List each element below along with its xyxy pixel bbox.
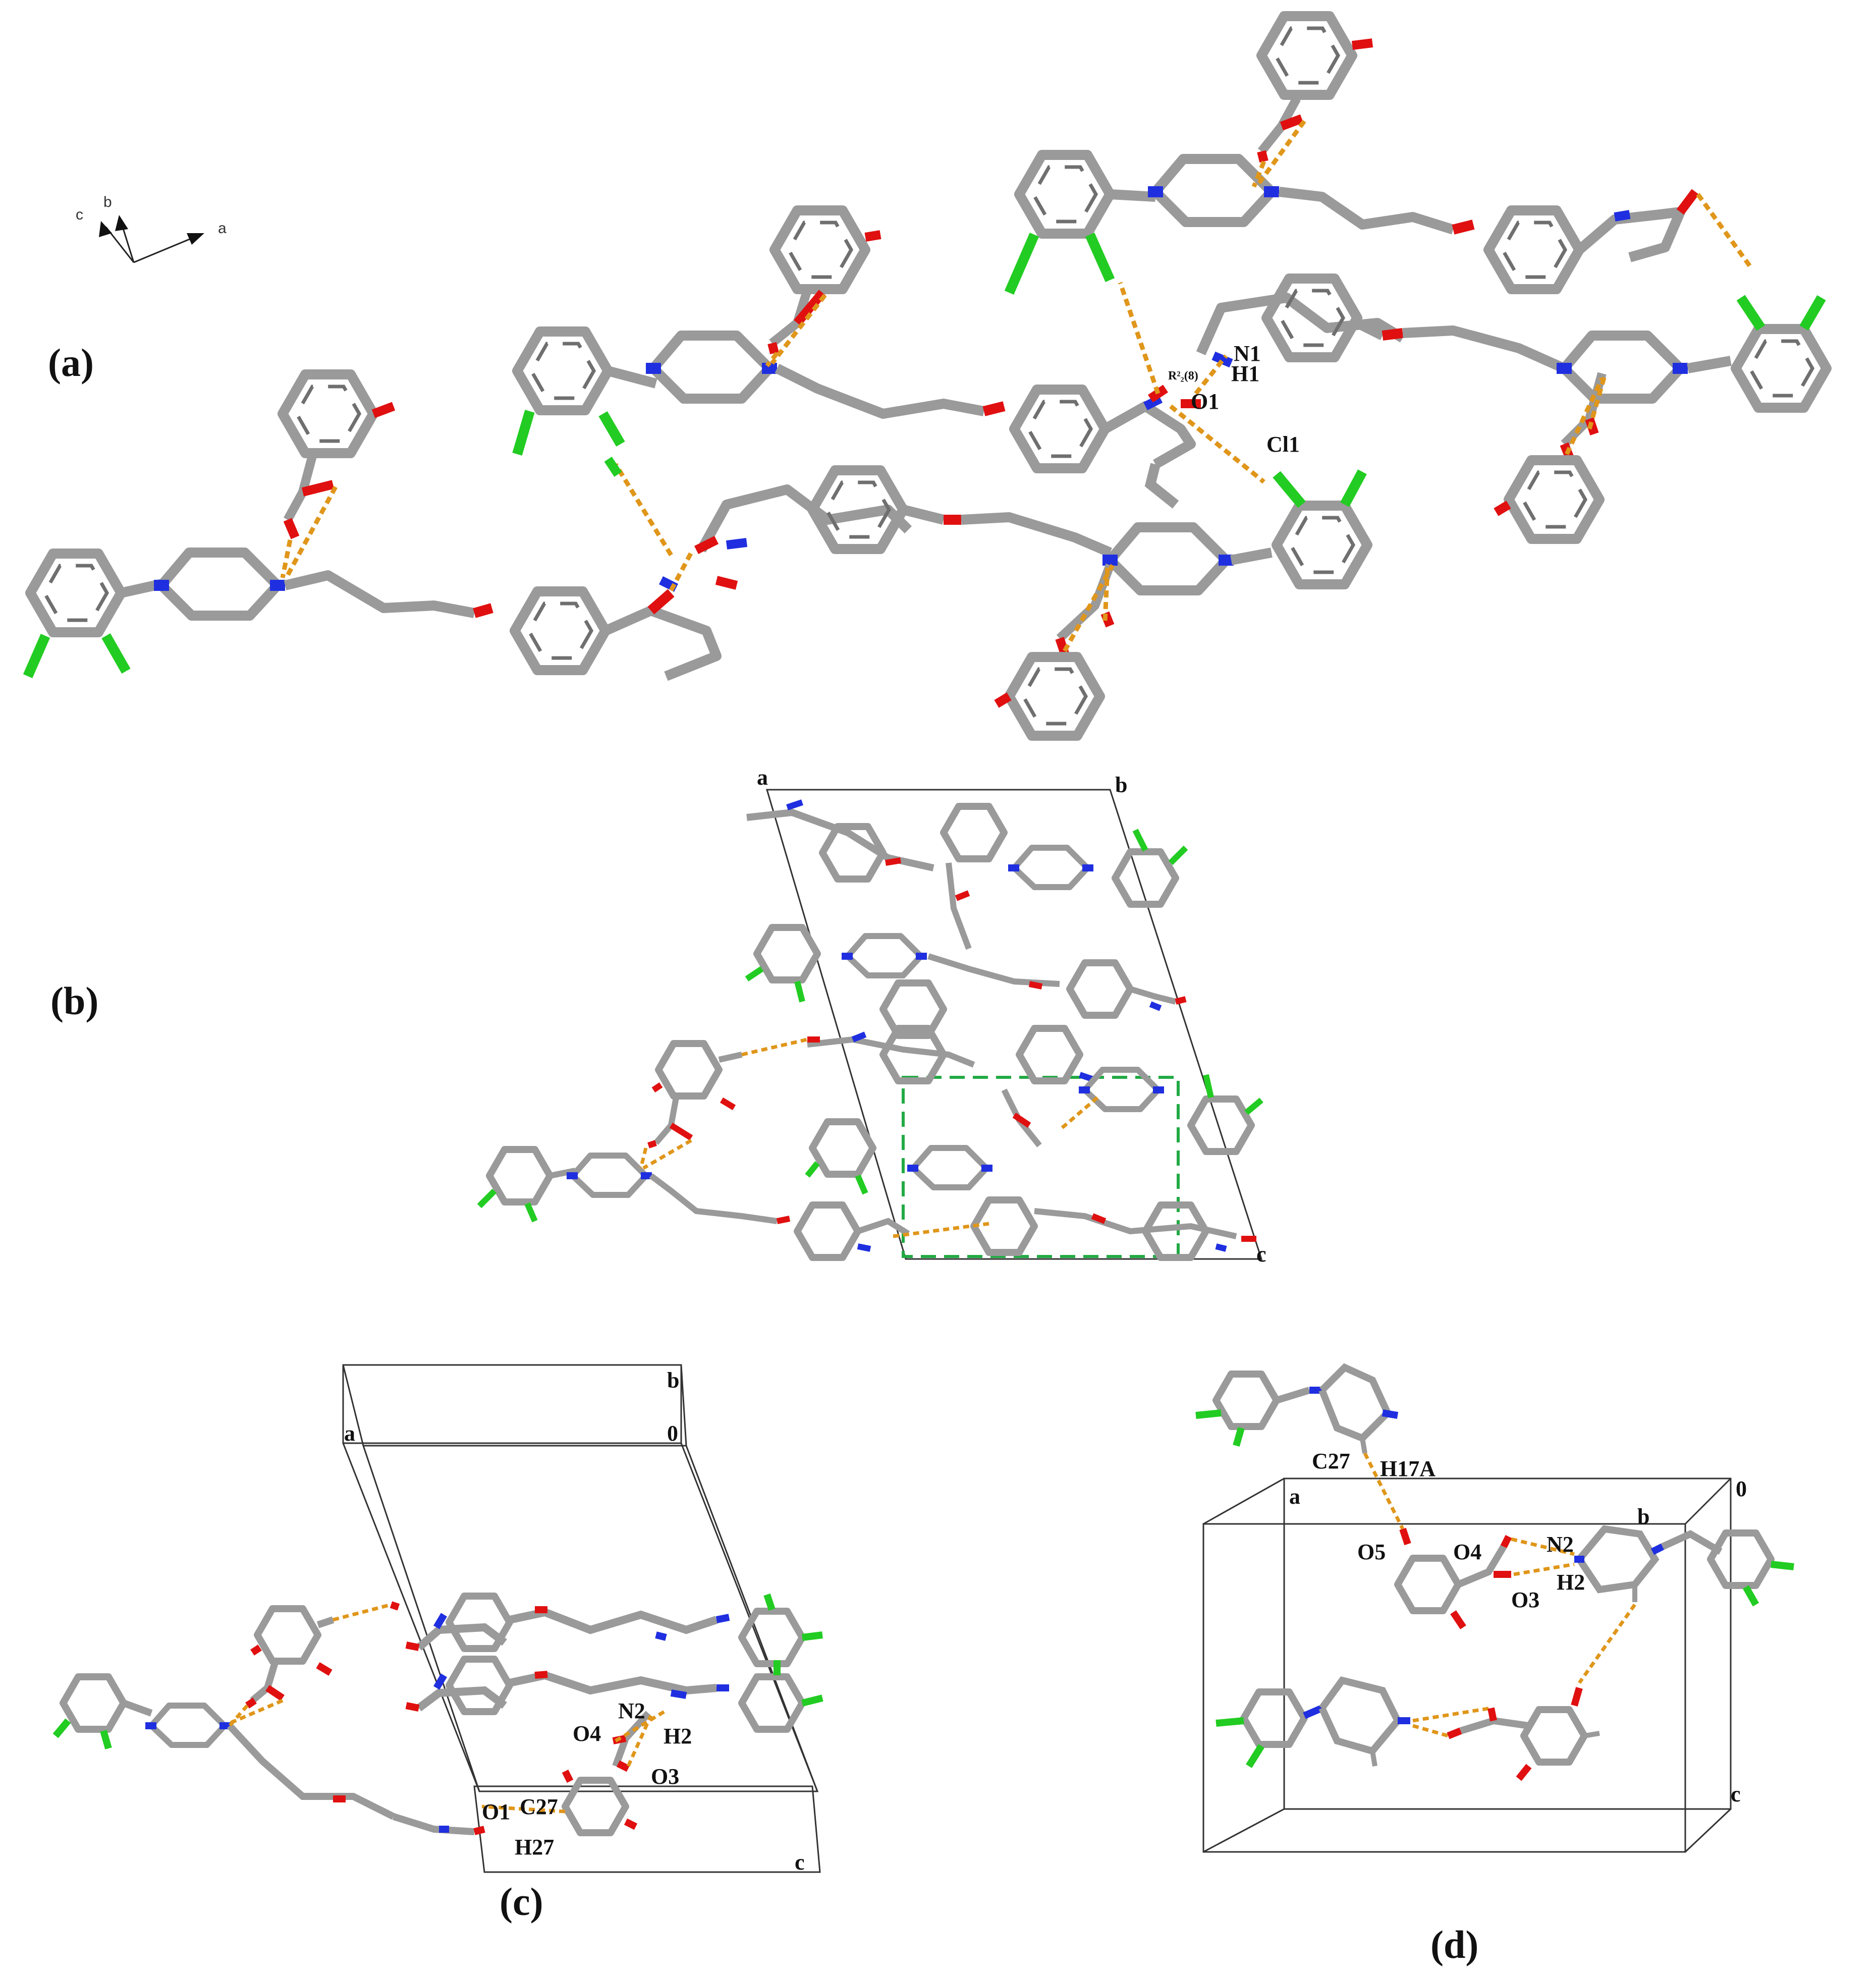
cell-d-axis-a: a xyxy=(1289,1484,1300,1509)
chain-c-lower xyxy=(405,1659,823,1833)
label-d-N2: N2 xyxy=(1547,1532,1574,1557)
label-H1: H1 xyxy=(1231,361,1259,386)
label-O1: O1 xyxy=(1191,389,1219,414)
molecule-a1 xyxy=(23,374,722,681)
panel-d: (d) a 0 b c xyxy=(1195,1363,1794,1966)
panel-b: (b) a b c xyxy=(50,765,1266,1267)
label-c-H2: H2 xyxy=(664,1724,692,1748)
packing-layers xyxy=(745,799,1263,1257)
axis-a-label: a xyxy=(218,220,227,237)
unit-cell-c xyxy=(342,1364,821,1873)
label-c-O1: O1 xyxy=(482,1799,510,1824)
label-c-C27: C27 xyxy=(520,1794,558,1819)
label-N1: N1 xyxy=(1234,341,1261,366)
cell-d-axis-zero: 0 xyxy=(1736,1476,1747,1501)
dimer-upper xyxy=(1118,279,1827,539)
cell-b-axis-a: a xyxy=(757,765,768,790)
chain-c-upper xyxy=(405,1595,823,1664)
label-d-C27: C27 xyxy=(1312,1449,1350,1473)
cell-b-axis-b: b xyxy=(1115,773,1127,797)
molecule-a3 xyxy=(1004,16,1753,295)
label-ring-motif: R²₂(8) xyxy=(1168,369,1198,382)
cell-c-axis-c: c xyxy=(795,1850,805,1875)
panel-c-label: (c) xyxy=(500,1880,543,1924)
molecule-c-extracted xyxy=(52,1601,485,1835)
molecule-d-right xyxy=(1574,1525,1794,1684)
highlight-box xyxy=(902,1076,1180,1258)
panel-a-label: (a) xyxy=(48,341,94,385)
molecule-b-extracted xyxy=(477,1036,989,1257)
panel-b-label: (b) xyxy=(50,979,98,1023)
label-c-H27: H27 xyxy=(515,1835,554,1859)
label-d-O5: O5 xyxy=(1357,1540,1386,1564)
cell-c-axis-zero: 0 xyxy=(667,1421,678,1446)
label-Cl1: Cl1 xyxy=(1266,432,1300,457)
axis-b-label: b xyxy=(103,194,112,210)
panel-d-label: (d) xyxy=(1430,1923,1478,1966)
axis-c-label: c xyxy=(76,206,83,223)
label-c-O4: O4 xyxy=(573,1721,601,1746)
cell-b-axis-c: c xyxy=(1256,1242,1266,1267)
label-d-O3: O3 xyxy=(1511,1587,1539,1612)
cell-c-axis-b: b xyxy=(667,1368,679,1393)
label-d-H2: H2 xyxy=(1557,1570,1585,1595)
unit-cell-b xyxy=(765,789,1263,1260)
label-d-H17A: H17A xyxy=(1380,1456,1436,1481)
label-d-O4: O4 xyxy=(1453,1540,1481,1564)
cell-d-axis-c: c xyxy=(1731,1782,1741,1806)
label-c-O3: O3 xyxy=(651,1764,679,1789)
molecule-a2 xyxy=(517,210,1196,468)
label-c-N2: N2 xyxy=(618,1699,645,1723)
orientation-axes: c b a xyxy=(76,194,227,263)
molecule-d-lower xyxy=(1216,1676,1600,1781)
molecule-d-top xyxy=(1195,1363,1405,1530)
unit-cell-d xyxy=(1202,1477,1732,1853)
cell-c-axis-a: a xyxy=(344,1421,355,1446)
molecule-d-acid xyxy=(1398,1527,1575,1629)
panel-a: (a) xyxy=(23,16,1827,736)
panel-c: (c) b a 0 c xyxy=(52,1364,823,1924)
dimer-lower xyxy=(604,457,1367,736)
cell-d-axis-b: b xyxy=(1637,1504,1649,1529)
